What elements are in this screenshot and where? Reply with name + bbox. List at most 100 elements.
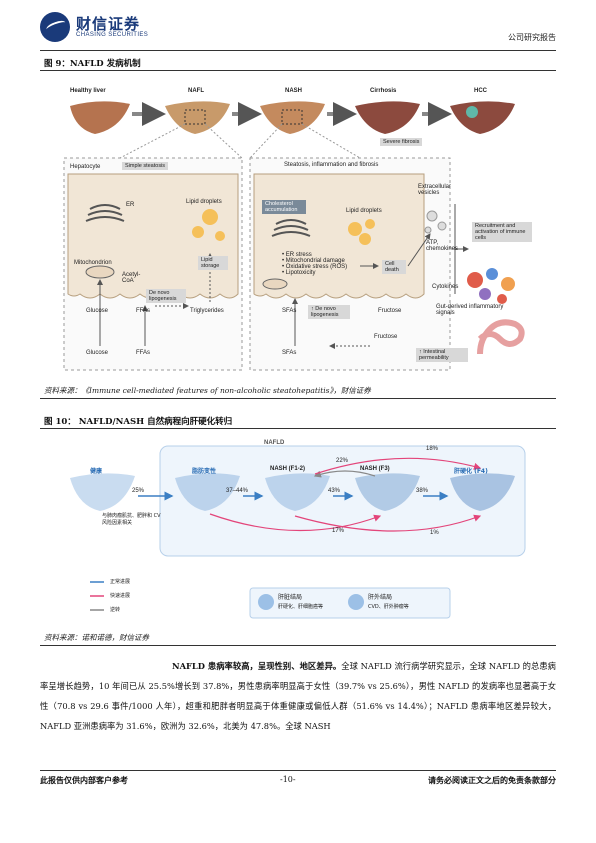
fructose-out-label: Fructose <box>374 334 398 340</box>
stage-label: NAFL <box>188 88 204 94</box>
stress-list: • ER stress • Mitochondrial damage • Oxi… <box>282 252 347 276</box>
er-icon-2 <box>271 219 311 237</box>
stage-label: HCC <box>474 88 487 94</box>
extracellular-label: Extracellular vesicles <box>418 184 452 196</box>
pct-25: 25% <box>132 488 145 494</box>
lipid-storage-label: Lipid storage <box>198 256 228 270</box>
de-novo-label-2: ↑ De novo lipogenesis <box>308 305 350 319</box>
body-paragraph: NAFLD 患病率较高，呈现性别、地区差异。全球 NAFLD 流行病学研究显示，… <box>40 656 556 736</box>
lipid-droplets-label: Lipid droplets <box>186 199 222 205</box>
figure10-rule <box>40 428 556 429</box>
heart-outcome-icon <box>348 594 364 610</box>
stage-label: Cirrhosis <box>370 88 397 94</box>
stage-nash3: NASH (F3) <box>360 466 390 472</box>
nash-liver-icon <box>260 101 325 134</box>
figure9-bottom-rule <box>40 398 556 399</box>
glucose-label: Glucose <box>86 308 109 314</box>
healthy-liver-icon <box>70 101 130 134</box>
simple-steatosis-label: Simple steatosis <box>122 162 169 170</box>
stress-item: • Oxidative stress (ROS) <box>282 264 348 270</box>
stress-item: • Lipotoxicity <box>282 270 316 276</box>
cirrhosis-liver-icon <box>355 101 420 134</box>
figure9-source: 资料来源：《Immune cell-mediated features of n… <box>44 386 371 395</box>
legend-rapid: 快速进展 <box>110 593 131 599</box>
outcome-extra: 肝外结局 <box>368 594 393 601</box>
hcc-liver-icon <box>450 101 515 134</box>
hepatocyte-label: Hepatocyte <box>70 164 101 170</box>
mitochondrion-label: Mitochondrion <box>74 260 112 266</box>
cytokines-label: Cytokines <box>432 284 459 290</box>
logo-name-cn: 财信证券 <box>76 15 141 33</box>
intestine-icon <box>477 319 525 355</box>
lipid-droplets-label-2: Lipid droplets <box>346 208 382 214</box>
figure9-rule <box>40 70 556 71</box>
document-type: 公司研究报告 <box>508 33 556 42</box>
figure9-diagram: Healthy liver NAFL NASH Cirrhosis HCC Se… <box>60 84 540 384</box>
stage-cirrhosis: 肝硬化 (F4) <box>454 468 488 475</box>
cholesterol-label: Cholesterol accumulation <box>262 200 306 214</box>
er-icon <box>85 204 125 222</box>
stress-item: • ER stress <box>282 252 312 258</box>
liver-outcome-icon <box>258 594 274 610</box>
footer-disclaimer-left: 此报告仅供内部客户参考 <box>40 775 128 785</box>
figure10-diagram: NAFLD 健康 脂肪变性 NASH (F1-2) NASH (F3) 肝硬化 … <box>60 436 540 626</box>
pct-37-44: 37–44% <box>226 488 249 494</box>
liver-cirrhosis-icon <box>450 473 515 511</box>
gut-label: Gut-derived inflammatory signals <box>436 304 504 316</box>
stage-healthy: 健康 <box>90 468 103 475</box>
sfas-label: SFAs <box>282 308 297 314</box>
intestinal-label: ↑ Intestinal permeability <box>416 348 468 362</box>
company-logo: 财信证券 CHASING SECURITIES <box>40 12 160 44</box>
outcome-liver-sub: 肝硬化、肝细胞癌等 <box>278 604 324 610</box>
triglycerides-label: Triglycerides <box>190 308 224 314</box>
acetyl-coa-label: Acetyl-CoA <box>122 272 141 284</box>
lipid-droplets-icon <box>192 209 225 241</box>
legend-reverse: 逆转 <box>110 607 121 613</box>
liver-nash12-icon <box>265 473 330 511</box>
outcome-extra-sub: CVD、肝外肿瘤等 <box>368 604 409 610</box>
figure9-title: 图 9：NAFLD 发病机制 <box>44 59 141 69</box>
cell-death-label: Cell death <box>382 260 406 274</box>
stage-label: Healthy liver <box>70 88 106 94</box>
paragraph-body: 全球 NAFLD 流行病学研究显示，全球 NAFLD 的总患病率呈增长趋势，10… <box>40 661 556 731</box>
stage-nash12: NASH (F1-2) <box>270 466 306 472</box>
healthy-note: 与肺肉瘤肌抗、肥胖和 CV 风险因素相关 <box>102 513 161 526</box>
de-novo-label: De novo lipogenesis <box>146 289 186 303</box>
severe-fibrosis-label: Severe fibrosis <box>380 138 423 146</box>
stage-steatosis: 脂肪变性 <box>192 468 217 475</box>
pct-18: 18% <box>426 446 439 452</box>
liver-steatosis-icon <box>175 473 240 511</box>
recruitment-label: Recruitment and activation of immune cel… <box>472 222 532 242</box>
nafld-label: NAFLD <box>264 440 285 446</box>
atp-label: ATP, chemokines <box>426 240 459 252</box>
outcome-liver: 肝脏结局 <box>278 594 303 601</box>
lipid-droplets-icon-2 <box>348 219 375 245</box>
pct-17: 17% <box>332 528 345 534</box>
page-number: -10- <box>280 775 296 784</box>
glucose-out-label: Glucose <box>86 350 109 356</box>
mitochondrion-icon <box>85 265 115 279</box>
nash-panel-title: Steatosis, inflammation and fibrosis <box>284 162 379 168</box>
pct-22: 22% <box>336 458 349 464</box>
liver-nash3-icon <box>355 473 420 511</box>
stage-label: NASH <box>285 88 303 94</box>
header-rule <box>40 50 556 51</box>
footer-rule <box>40 770 556 771</box>
pct-1: 1% <box>430 530 439 536</box>
paragraph-lead: NAFLD 患病率较高，呈现性别、地区差异。 <box>172 661 342 671</box>
er-label: ER <box>126 202 135 208</box>
mitochondrion-icon-2 <box>262 278 288 290</box>
sfas-out-label: SFAs <box>282 350 297 356</box>
pct-38: 38% <box>416 488 429 494</box>
immune-cells-icon <box>467 268 515 304</box>
nafld-progression-svg <box>70 445 526 619</box>
legend-normal: 正常进展 <box>110 579 131 585</box>
pct-43: 43% <box>328 488 341 494</box>
ffas-out-label: FFAs <box>136 350 151 356</box>
figure10-source: 资料来源：诺和诺德，财信证券 <box>44 633 149 642</box>
stress-item: • Mitochondrial damage <box>282 258 345 264</box>
liver-healthy-icon <box>70 473 135 511</box>
figure10-title: 图 10： NAFLD/NASH 自然病程向肝硬化转归 <box>44 417 233 427</box>
extracellular-vesicles-icon <box>424 210 447 234</box>
fructose-label: Fructose <box>378 308 402 314</box>
